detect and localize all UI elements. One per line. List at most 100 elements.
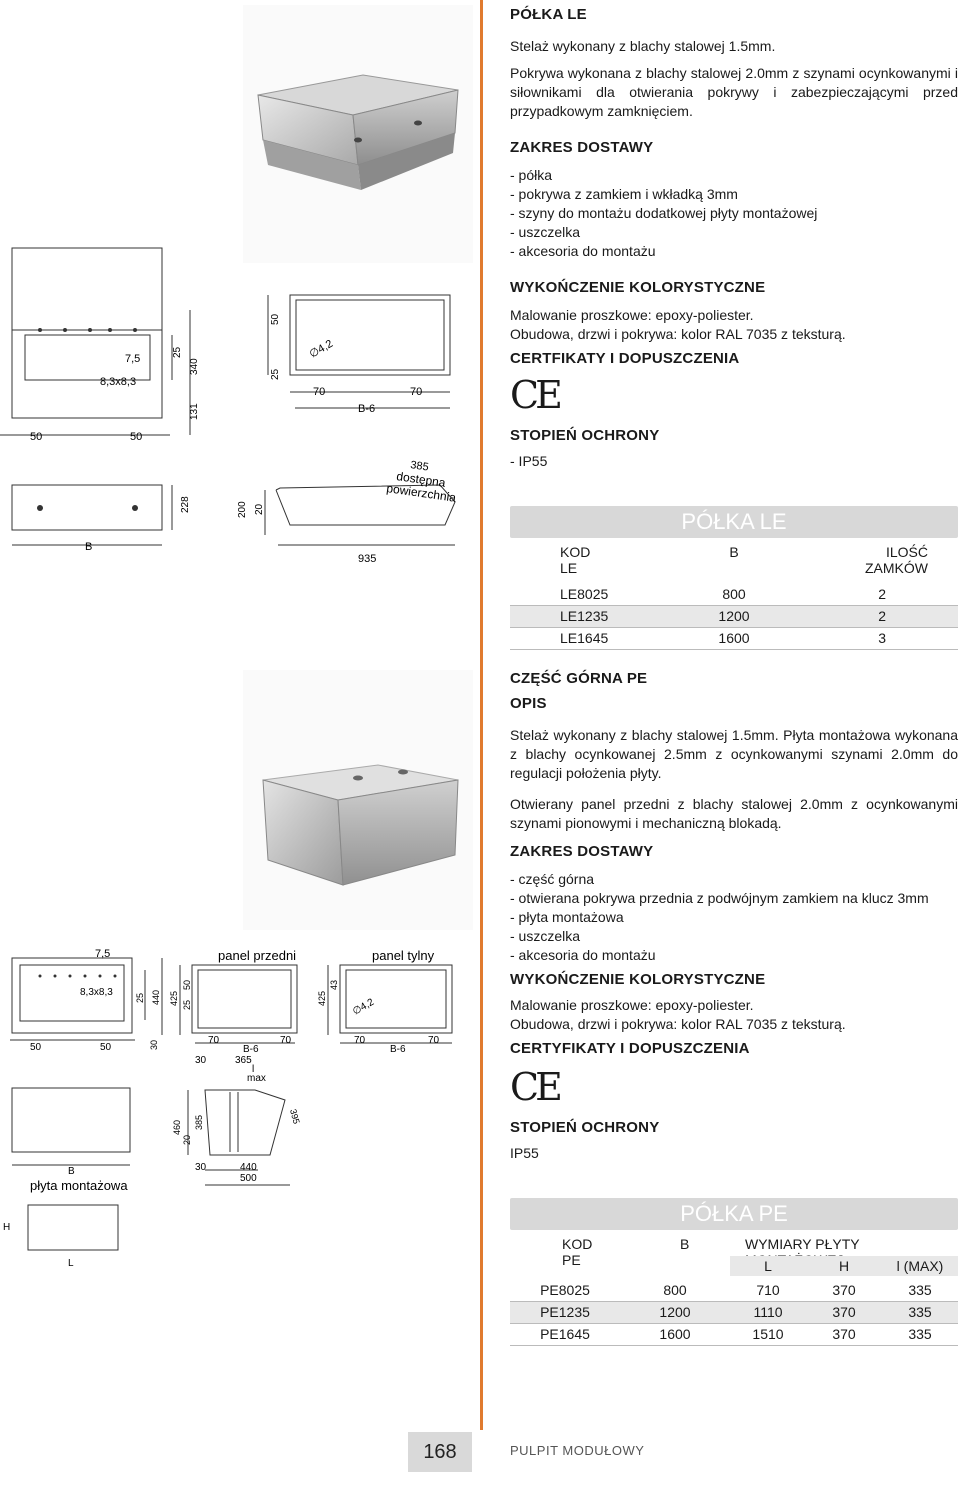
dim-l-max: max xyxy=(247,1073,266,1084)
dim-70a: 70 xyxy=(313,386,325,398)
dim-l-max-l: l xyxy=(252,1064,254,1075)
col-header-h: H xyxy=(838,1258,850,1274)
product-photo-le xyxy=(243,5,473,263)
ce-mark: CE xyxy=(510,1065,563,1109)
pe-scope-title: ZAKRES DOSTAWY xyxy=(510,843,654,860)
label-panel-przedni: panel przedni xyxy=(218,948,296,963)
col-header-zamkow: ZAMKÓW xyxy=(864,560,928,576)
list-item: - płyta montażowa xyxy=(510,909,624,925)
list-item: - część górna xyxy=(510,871,595,887)
dim-7-5: 7,5 xyxy=(95,948,110,960)
dim-hole: ∅4,2 xyxy=(351,997,376,1018)
le-finish-1: Malowanie proszkowe: epoxy-poliester. xyxy=(510,307,754,323)
list-item: - otwierana pokrywa przednia z podwójnym… xyxy=(510,890,929,906)
dim-395: 395 xyxy=(288,1108,302,1125)
list-item: - uszczelka xyxy=(510,224,581,240)
col-header-b: B xyxy=(680,1236,690,1252)
label-panel-tylny: panel tylny xyxy=(372,948,435,963)
dim-b-6b: B-6 xyxy=(390,1044,406,1055)
pe-ip-value: IP55 xyxy=(510,1145,539,1161)
le-ip-title: STOPIEŃ OCHRONY xyxy=(510,427,660,444)
dim-228: 228 xyxy=(180,496,191,513)
pe-scope-list: - część górna - otwierana pokrywa przedn… xyxy=(510,870,958,965)
dim-70b: 70 xyxy=(280,1035,292,1046)
dim-b-6a: B-6 xyxy=(243,1044,259,1055)
pe-description-1: Stelaż wykonany z blachy stalowej 1.5mm.… xyxy=(510,727,958,781)
dim-50-vertical: 50 xyxy=(270,313,281,325)
dim-b-6: B-6 xyxy=(358,403,375,415)
label-dostepna: dostępna xyxy=(396,469,447,490)
technical-drawing-pe: 7,5 panel przedni panel tylny 8,3x8,3 25… xyxy=(3,948,453,1269)
footer-title: PULPIT MODUŁOWY xyxy=(510,1443,645,1458)
dim-425b: 425 xyxy=(317,991,327,1006)
le-ip-value: - IP55 xyxy=(510,453,548,469)
col-header-le: LE xyxy=(560,560,578,576)
section-pe-text: CZĘŚĆ GÓRNA PE OPIS Stelaż wykonany z bl… xyxy=(510,670,958,1163)
dim-385: 385 xyxy=(410,459,430,473)
ce-mark: CE xyxy=(510,373,563,417)
dim-8-3: 8,3x8,3 xyxy=(80,987,113,998)
dim-50a: 50 xyxy=(30,431,42,443)
list-item: - uszczelka xyxy=(510,928,581,944)
dim-7-5: 7,5 xyxy=(125,353,140,365)
dim-935: 935 xyxy=(358,553,376,565)
product-photo-pe xyxy=(243,670,473,930)
dim-25: 25 xyxy=(172,346,183,358)
section-le-title: PÓŁKA LE xyxy=(510,6,587,23)
table-pe: PÓŁKA PE KOD PE B WYMIARY PŁYTY MONTAŻOW… xyxy=(510,1198,958,1346)
dim-70a: 70 xyxy=(208,1035,220,1046)
dim-20: 20 xyxy=(182,1135,192,1145)
dim-365: 365 xyxy=(235,1055,252,1066)
dim-b: B xyxy=(85,541,92,553)
list-item: - akcesoria do montażu xyxy=(510,243,656,259)
dim-30c: 30 xyxy=(195,1162,207,1173)
list-item: - akcesoria do montażu xyxy=(510,947,656,963)
dim-70b: 70 xyxy=(410,386,422,398)
le-cert-title: CERTFIKATY I DOPUSZCZENIA xyxy=(510,350,740,367)
dim-hole: ∅4,2 xyxy=(308,338,336,361)
technical-drawing-le: 7,5 8,3x8,3 25 340 131 50 50 228 B 50 25… xyxy=(0,247,457,565)
table-le-title: PÓŁKA LE xyxy=(510,506,958,538)
dim-20: 20 xyxy=(254,503,265,515)
dim-131: 131 xyxy=(189,403,200,420)
le-finish-2: Obudowa, drzwi i pokrywa: kolor RAL 7035… xyxy=(510,326,846,342)
dim-30b: 30 xyxy=(195,1055,207,1066)
col-header-pe: PE xyxy=(562,1252,581,1268)
le-finish-title: WYKOŃCZENIE KOLORYSTYCZNE xyxy=(510,279,766,296)
dim-h: H xyxy=(3,1222,10,1233)
pe-finish-2: Obudowa, drzwi i pokrywa: kolor RAL 7035… xyxy=(510,1016,846,1032)
col-header-l: L xyxy=(764,1258,772,1274)
dim-50b: 50 xyxy=(100,1042,112,1053)
dim-200: 200 xyxy=(237,501,248,518)
dim-b: B xyxy=(68,1166,75,1177)
dim-340: 340 xyxy=(189,358,200,375)
le-scope-list: - półka - pokrywa z zamkiem i wkładką 3m… xyxy=(510,166,958,261)
dim-25b: 25 xyxy=(182,1000,192,1010)
col-header-lmax: l (MAX) xyxy=(896,1258,944,1274)
le-description-1: Stelaż wykonany z blachy stalowej 1.5mm. xyxy=(510,38,776,54)
pe-opis-title: OPIS xyxy=(510,695,547,712)
section-le-text: PÓŁKA LE Stelaż wykonany z blachy stalow… xyxy=(510,6,958,471)
pe-description-2: Otwierany panel przedni z blachy stalowe… xyxy=(510,796,958,831)
col-header-b: B xyxy=(729,544,739,560)
dim-425: 425 xyxy=(169,991,179,1006)
dim-43: 43 xyxy=(329,980,339,990)
table-pe-title: PÓŁKA PE xyxy=(510,1198,958,1230)
dim-70c: 70 xyxy=(354,1035,366,1046)
dim-70d: 70 xyxy=(428,1035,440,1046)
page-number: 168 xyxy=(408,1432,472,1472)
dim-50a: 50 xyxy=(30,1042,42,1053)
pe-finish-1: Malowanie proszkowe: epoxy-poliester. xyxy=(510,997,754,1013)
col-header-ilosc: ILOŚĆ xyxy=(885,544,928,560)
section-pe-title: CZĘŚĆ GÓRNA PE xyxy=(510,670,648,687)
pe-finish-title: WYKOŃCZENIE KOLORYSTYCZNE xyxy=(510,971,766,988)
dim-l: L xyxy=(68,1258,74,1269)
